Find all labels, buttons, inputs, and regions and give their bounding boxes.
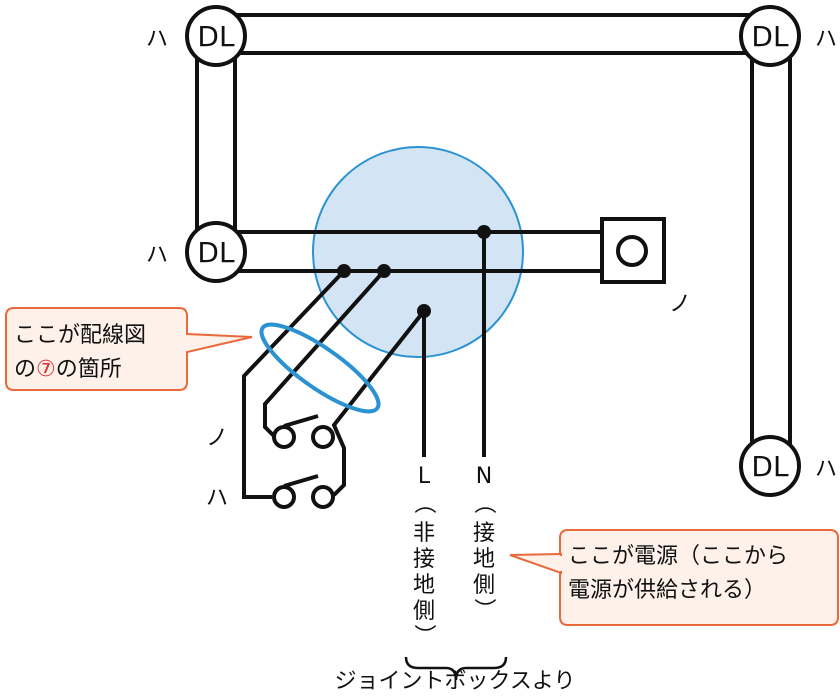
cable-top bbox=[213, 13, 772, 55]
neutral-letter: N bbox=[476, 464, 492, 489]
label-ha-top-right: ハ bbox=[815, 27, 837, 52]
callout-spot-7-prefix: の bbox=[14, 357, 36, 382]
neutral-note-char: （ bbox=[471, 492, 496, 514]
live-note-char: （ bbox=[411, 492, 436, 514]
callout-power-line2: 電源が供給される） bbox=[568, 578, 766, 603]
switch-wire-a bbox=[242, 269, 346, 499]
live-letter: L bbox=[418, 464, 431, 489]
callout-spot-7-suffix: の箇所 bbox=[56, 357, 122, 382]
live-note-char: 側 bbox=[413, 599, 435, 624]
neutral-note-vertical: （ 接 地 側 ） bbox=[471, 492, 496, 620]
cable-left bbox=[195, 34, 237, 252]
marker-7: ⑦ bbox=[36, 357, 56, 382]
outlet-box bbox=[600, 217, 666, 284]
neutral-note-char: 地 bbox=[473, 547, 495, 572]
spot-7-ring bbox=[259, 322, 381, 414]
label-ha-top-left: ハ bbox=[146, 27, 168, 52]
callout-power-line1: ここが電源（ここから bbox=[568, 544, 788, 569]
neutral-note-char: ） bbox=[471, 598, 496, 620]
source-brace bbox=[404, 656, 508, 681]
cable-right bbox=[750, 34, 792, 468]
neutral-note-char: 側 bbox=[473, 573, 495, 598]
label-no-switch: ノ bbox=[206, 426, 228, 451]
junction-dot-b bbox=[377, 264, 391, 278]
downlight-middle-left: DL bbox=[185, 221, 247, 283]
neutral-junction-dot bbox=[477, 225, 491, 239]
label-ha-bottom-right: ハ bbox=[815, 457, 837, 482]
live-note-char: 地 bbox=[413, 573, 435, 598]
callout-spot-7-line2: の⑦の箇所 bbox=[14, 357, 122, 382]
switch-wire-common bbox=[331, 309, 426, 497]
live-note-vertical: （ 非 接 地 側 ） bbox=[411, 492, 436, 646]
junction-box-circle bbox=[312, 146, 524, 358]
junction-dot-a bbox=[337, 264, 351, 278]
neutral-note-char: 接 bbox=[473, 521, 495, 546]
switch-ha bbox=[272, 474, 335, 509]
label-no-outlet: ノ bbox=[669, 292, 691, 317]
label-ha-middle-left: ハ bbox=[146, 243, 168, 268]
live-note-char: ） bbox=[411, 624, 436, 646]
switch-no bbox=[272, 414, 335, 449]
downlight-label: DL bbox=[751, 450, 789, 483]
live-note-char: 接 bbox=[413, 547, 435, 572]
callout-spot-7: ここが配線図 の⑦の箇所 bbox=[5, 307, 253, 391]
live-note-char: 非 bbox=[413, 521, 435, 546]
outlet-icon bbox=[616, 235, 648, 267]
callout-spot-7-line1: ここが配線図 bbox=[14, 323, 146, 348]
callout-power-source: ここが電源（ここから 電源が供給される） bbox=[509, 529, 839, 626]
downlight-top-left: DL bbox=[185, 5, 247, 67]
downlight-label: DL bbox=[751, 20, 789, 53]
switch-wire-b bbox=[263, 269, 386, 439]
downlight-label: DL bbox=[197, 20, 235, 53]
downlight-label: DL bbox=[197, 236, 235, 269]
brace-caption: ジョイントボックスより bbox=[335, 669, 576, 694]
label-ha-switch: ハ bbox=[206, 486, 228, 511]
downlight-top-right: DL bbox=[739, 5, 801, 67]
downlight-bottom-right: DL bbox=[739, 435, 801, 497]
